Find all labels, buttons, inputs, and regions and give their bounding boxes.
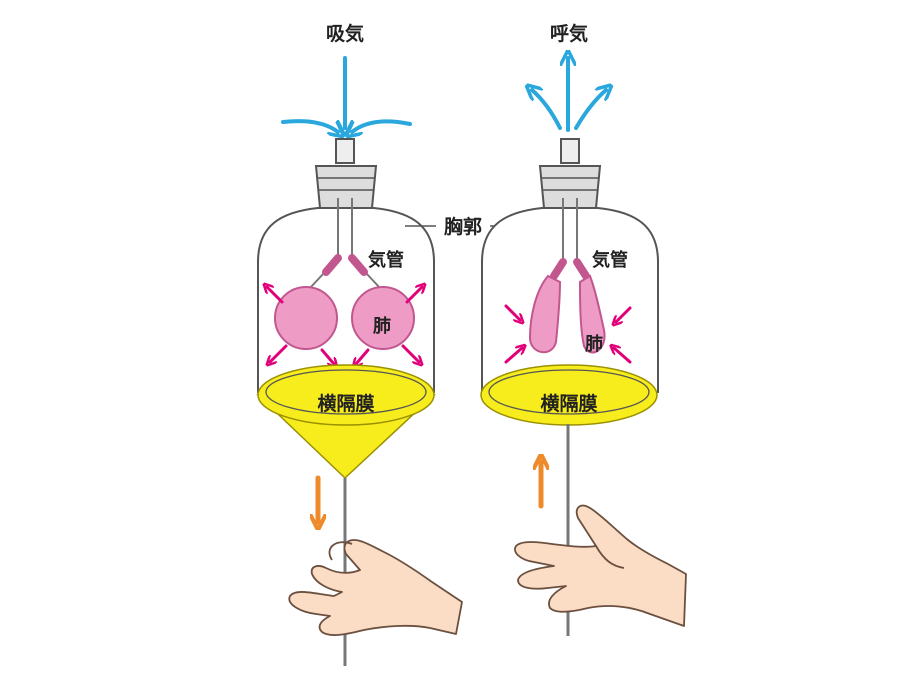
stopper-left — [314, 165, 378, 209]
exhalation-model: 呼気 気管 肺 横隔膜 — [480, 22, 687, 636]
diaphragm-left-label: 横隔膜 — [317, 392, 374, 415]
pushing-hand-icon — [514, 504, 687, 627]
trachea-right-label: 気管 — [592, 249, 628, 271]
inhale-air-arrows — [281, 56, 412, 132]
tube-top-right — [560, 138, 580, 164]
inhale-arrow-left — [281, 119, 338, 132]
lung-left-deflated — [528, 274, 562, 353]
thorax-label: 胸郭 — [444, 215, 482, 238]
compression-arrows — [504, 304, 632, 364]
diaphragm-right-label: 横隔膜 — [540, 392, 597, 415]
lung-left-inflated — [274, 286, 338, 350]
inhalation-model: 吸気 気管 肺 横隔膜 — [256, 22, 463, 666]
pulling-hand-icon — [288, 539, 463, 636]
expansion-arrows — [267, 287, 422, 364]
inhale-arrow-right — [352, 119, 412, 132]
stopper-right — [538, 165, 602, 209]
inhale-label: 吸気 — [326, 22, 364, 45]
lung-right-label: 肺 — [585, 334, 603, 355]
lung-right-deflated — [578, 274, 606, 354]
trachea-left-label: 気管 — [368, 249, 404, 271]
lung-left-label: 肺 — [373, 316, 391, 337]
exhale-air-arrows — [532, 58, 606, 132]
tube-top-left — [335, 138, 355, 164]
lung-right-inflated — [351, 286, 415, 350]
exhale-arrow-right — [574, 90, 606, 130]
exhale-label: 呼気 — [550, 22, 588, 45]
exhale-arrow-left — [532, 90, 562, 130]
